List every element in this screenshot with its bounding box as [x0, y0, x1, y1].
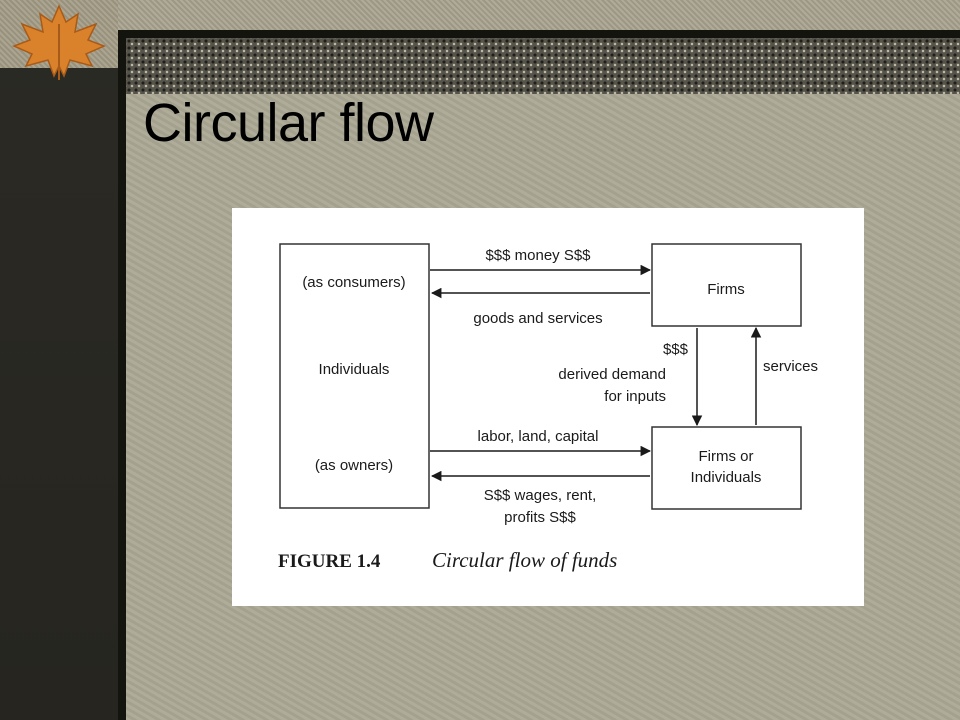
horizontal-divider-strip	[118, 30, 960, 38]
wages-label-line2: profits S$$	[504, 509, 576, 526]
individuals-label: Individuals	[319, 361, 390, 378]
for-inputs-label: for inputs	[604, 388, 666, 405]
individuals-owner-label: Individuals	[691, 469, 762, 486]
vertical-divider-strip	[118, 30, 126, 720]
as-consumers-label: (as consumers)	[302, 274, 405, 291]
individuals-box	[279, 243, 430, 509]
figure-number: FIGURE 1.4	[278, 551, 381, 572]
as-owners-label: (as owners)	[315, 457, 393, 474]
labor-land-capital-label: labor, land, capital	[478, 428, 599, 445]
circular-flow-figure: (as consumers) Individuals (as owners) F…	[232, 208, 864, 606]
top-texture-band	[0, 0, 960, 30]
firms-or-label: Firms or	[699, 448, 754, 465]
header-dot-pattern	[126, 38, 960, 94]
slide-title: Circular flow	[143, 93, 434, 153]
firms-box	[651, 243, 802, 327]
wages-label-line1: S$$ wages, rent,	[484, 487, 597, 504]
firms-label: Firms	[707, 281, 745, 298]
services-label: services	[763, 358, 818, 375]
dollars-down-label: $$$	[663, 341, 689, 358]
money-label: $$$ money S$$	[485, 247, 591, 264]
maple-leaf-icon	[4, 2, 114, 82]
firms-or-individuals-box	[651, 426, 802, 510]
derived-demand-label: derived demand	[558, 366, 666, 383]
goods-services-label: goods and services	[473, 310, 602, 327]
figure-caption: Circular flow of funds	[432, 548, 617, 572]
left-dark-column	[0, 0, 118, 720]
